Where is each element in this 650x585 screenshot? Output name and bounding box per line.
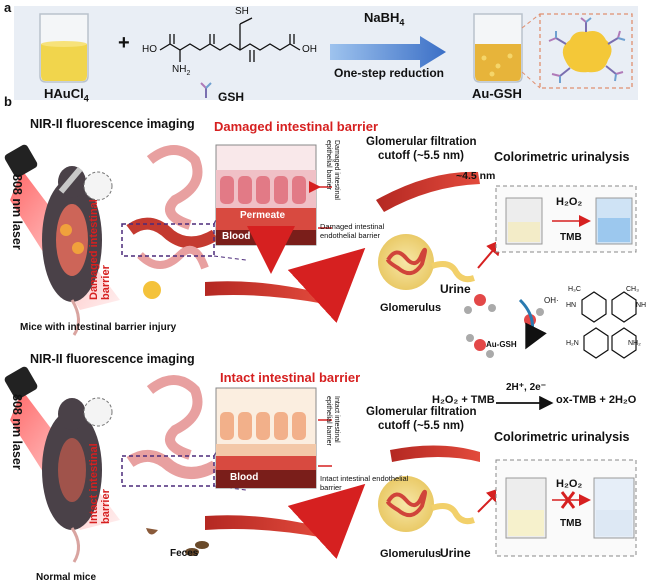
heading-top: NIR-II fluorescence imaging bbox=[30, 117, 195, 131]
mouse-normal bbox=[42, 398, 102, 563]
mouse-side-label-top: Damaged intestinal barrier bbox=[88, 199, 112, 300]
reaction-left: H₂O₂ + TMB bbox=[432, 394, 495, 406]
glomerulus-label-top: Glomerulus bbox=[380, 302, 442, 314]
laser-label-bottom: 808 nm laser bbox=[10, 394, 24, 470]
reaction-right: ox-TMB + 2H₂O bbox=[556, 394, 637, 406]
glomerulus-top bbox=[378, 234, 434, 290]
oh-radical: OH· bbox=[544, 296, 559, 305]
laser-device-top bbox=[4, 144, 38, 178]
epithelial-label-bottom: Intact intestinal epithelial barrier bbox=[325, 396, 340, 446]
barrier-box-top bbox=[215, 144, 317, 246]
urine-label-top: Urine bbox=[440, 282, 471, 296]
cutoff-top: cutoff (~5.5 nm) bbox=[378, 150, 464, 162]
tmb-ch3-top: CH₃ bbox=[626, 286, 639, 293]
barrier-title-bottom: Intact intestinal barrier bbox=[220, 370, 361, 385]
laser-label-top: 808 nm laser bbox=[10, 174, 24, 250]
heading-bottom: NIR-II fluorescence imaging bbox=[30, 352, 195, 366]
tmb-bottom: TMB bbox=[560, 518, 582, 529]
nabh4-label: NaBH4 bbox=[364, 10, 405, 28]
syringe-top bbox=[58, 166, 83, 194]
au-gsh-nanoparticle bbox=[521, 13, 633, 89]
beaker-haucl4 bbox=[39, 13, 89, 83]
tmb-molecule-bottom bbox=[583, 327, 637, 359]
reduction-label: One-step reduction bbox=[334, 66, 445, 80]
tmb-nh2: NH₂ bbox=[628, 340, 641, 347]
catalytic-cycle bbox=[464, 294, 547, 358]
nh2-label: NH2 bbox=[172, 64, 191, 77]
particle-zoom-top bbox=[83, 171, 113, 201]
tmb-nh: NH bbox=[636, 302, 647, 309]
barrier-title-top: Damaged intestinal barrier bbox=[214, 119, 378, 134]
gsh-label: GSH bbox=[218, 90, 245, 104]
urine-label-bottom: Urine bbox=[440, 546, 471, 560]
oh-label: OH bbox=[302, 44, 317, 55]
arrow-to-kidney-bottom bbox=[287, 483, 366, 560]
tmb-hn: HN bbox=[566, 302, 577, 309]
panel-b-label: b bbox=[4, 94, 12, 109]
mouse-side-label-bottom: Intact intestinal barrier bbox=[88, 443, 112, 524]
filtration-bottom: Glomerular filtration bbox=[366, 406, 477, 418]
barrier-box-bottom bbox=[215, 387, 317, 489]
particle-zoom-bottom bbox=[83, 397, 113, 427]
endothelial-label-bottom: Intact intestinal endothelial barrier bbox=[320, 474, 409, 492]
blood-vessel-top bbox=[205, 281, 325, 304]
filtration-top: Glomerular filtration bbox=[366, 136, 477, 148]
tmb-h2n: H₂N bbox=[566, 340, 579, 347]
vessel-bottom-right bbox=[390, 445, 480, 462]
panel-a-background bbox=[14, 6, 638, 100]
blood-label-bottom: Blood bbox=[230, 472, 259, 483]
vessel-to-glomerulus-top bbox=[376, 171, 480, 212]
tmb-molecule-top bbox=[581, 291, 637, 323]
urinalysis-box-bottom bbox=[495, 459, 637, 557]
feces-label: Feces bbox=[170, 548, 199, 559]
gsh-ligand-icon bbox=[200, 82, 212, 98]
gsh-structure bbox=[159, 17, 301, 62]
blood-vessel-bottom bbox=[205, 515, 325, 538]
epithelial-label-top: Damaged intestinal epithelial barrier bbox=[325, 140, 340, 200]
tmb-top: TMB bbox=[560, 232, 582, 243]
urinalysis-box-top bbox=[495, 185, 637, 253]
mouse-caption-top: Mice with intestinal barrier injury bbox=[20, 322, 177, 333]
arrow-to-kidney-top bbox=[287, 247, 366, 324]
reaction-conditions: 2H⁺, 2e⁻ bbox=[506, 382, 547, 393]
blood-label-top: Blood bbox=[222, 231, 251, 242]
plus-sign: + bbox=[118, 32, 130, 54]
sh-label: SH bbox=[235, 6, 249, 17]
haucl4-label: HAuCl4 bbox=[44, 86, 89, 104]
size-label: ~4.5 nm bbox=[456, 170, 496, 182]
laser-device-bottom bbox=[4, 366, 38, 400]
ho-label: HO bbox=[142, 44, 157, 55]
urinalysis-bottom: Colorimetric urinalysis bbox=[494, 430, 630, 444]
endothelial-label-top: Damaged intestinal endothelial barrier bbox=[320, 222, 385, 240]
urinalysis-top: Colorimetric urinalysis bbox=[494, 150, 630, 164]
panel-a-label: a bbox=[4, 0, 12, 15]
catalyst-label: Au-GSH bbox=[486, 340, 517, 349]
permeate-label: Permeate bbox=[240, 210, 286, 221]
tmb-h3c-top: H₃C bbox=[568, 286, 581, 293]
h2o2-top: H₂O₂ bbox=[556, 196, 583, 208]
glomerulus-label-bottom: Glomerulus bbox=[380, 548, 442, 560]
au-gsh-label: Au-GSH bbox=[472, 86, 522, 101]
mouse-caption-bottom: Normal mice bbox=[36, 572, 97, 583]
reduction-arrow bbox=[330, 36, 446, 68]
cutoff-bottom: cutoff (~5.5 nm) bbox=[378, 420, 464, 432]
intestine-bottom bbox=[121, 375, 218, 556]
beaker-au-gsh bbox=[473, 13, 523, 83]
intestine-top bbox=[121, 145, 219, 299]
h2o2-bottom: H₂O₂ bbox=[556, 478, 583, 490]
glomerulus-bottom bbox=[378, 476, 434, 532]
